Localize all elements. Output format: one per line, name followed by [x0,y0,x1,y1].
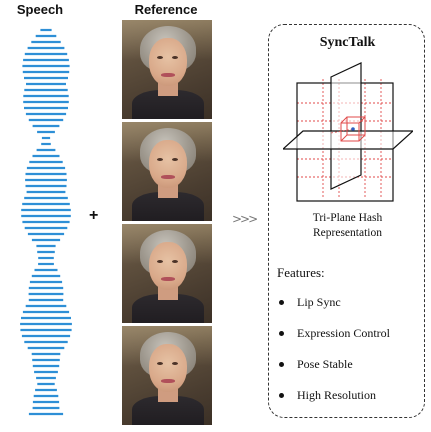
reference-frame [122,224,212,323]
bullet-icon [279,362,284,367]
features-list: Lip Sync Expression Control Pose Stable … [279,295,390,419]
flow-arrow-icon: >>> [232,212,258,226]
bullet-icon [279,393,284,398]
reference-frame [122,20,212,119]
reference-frames [122,20,212,428]
feature-label: Pose Stable [297,357,353,371]
caption-line-1: Tri-Plane Hash [312,212,383,224]
feature-item: Expression Control [279,326,390,357]
features-title: Features: [277,265,325,280]
triplane-caption: Tri-Plane Hash Representation [269,211,426,241]
feature-label: High Resolution [297,388,377,402]
feature-item: Pose Stable [279,357,390,388]
reference-column-title: Reference [134,2,198,17]
feature-label: Lip Sync [297,295,341,309]
feature-label: Expression Control [297,326,390,340]
bullet-icon [279,300,284,305]
speech-column-title: Speech [16,2,64,17]
feature-item: Lip Sync [279,295,390,326]
reference-frame [122,326,212,425]
feature-item: High Resolution [279,388,390,419]
plus-sign: + [89,207,99,224]
synctalk-panel: SyncTalk Tri-Plan [268,24,425,418]
tri-plane-hash-diagram [283,62,413,202]
caption-line-2: Representation [313,227,382,239]
bullet-icon [279,331,284,336]
speech-waveform [20,28,72,416]
reference-frame [122,122,212,221]
synctalk-title: SyncTalk [319,35,376,50]
